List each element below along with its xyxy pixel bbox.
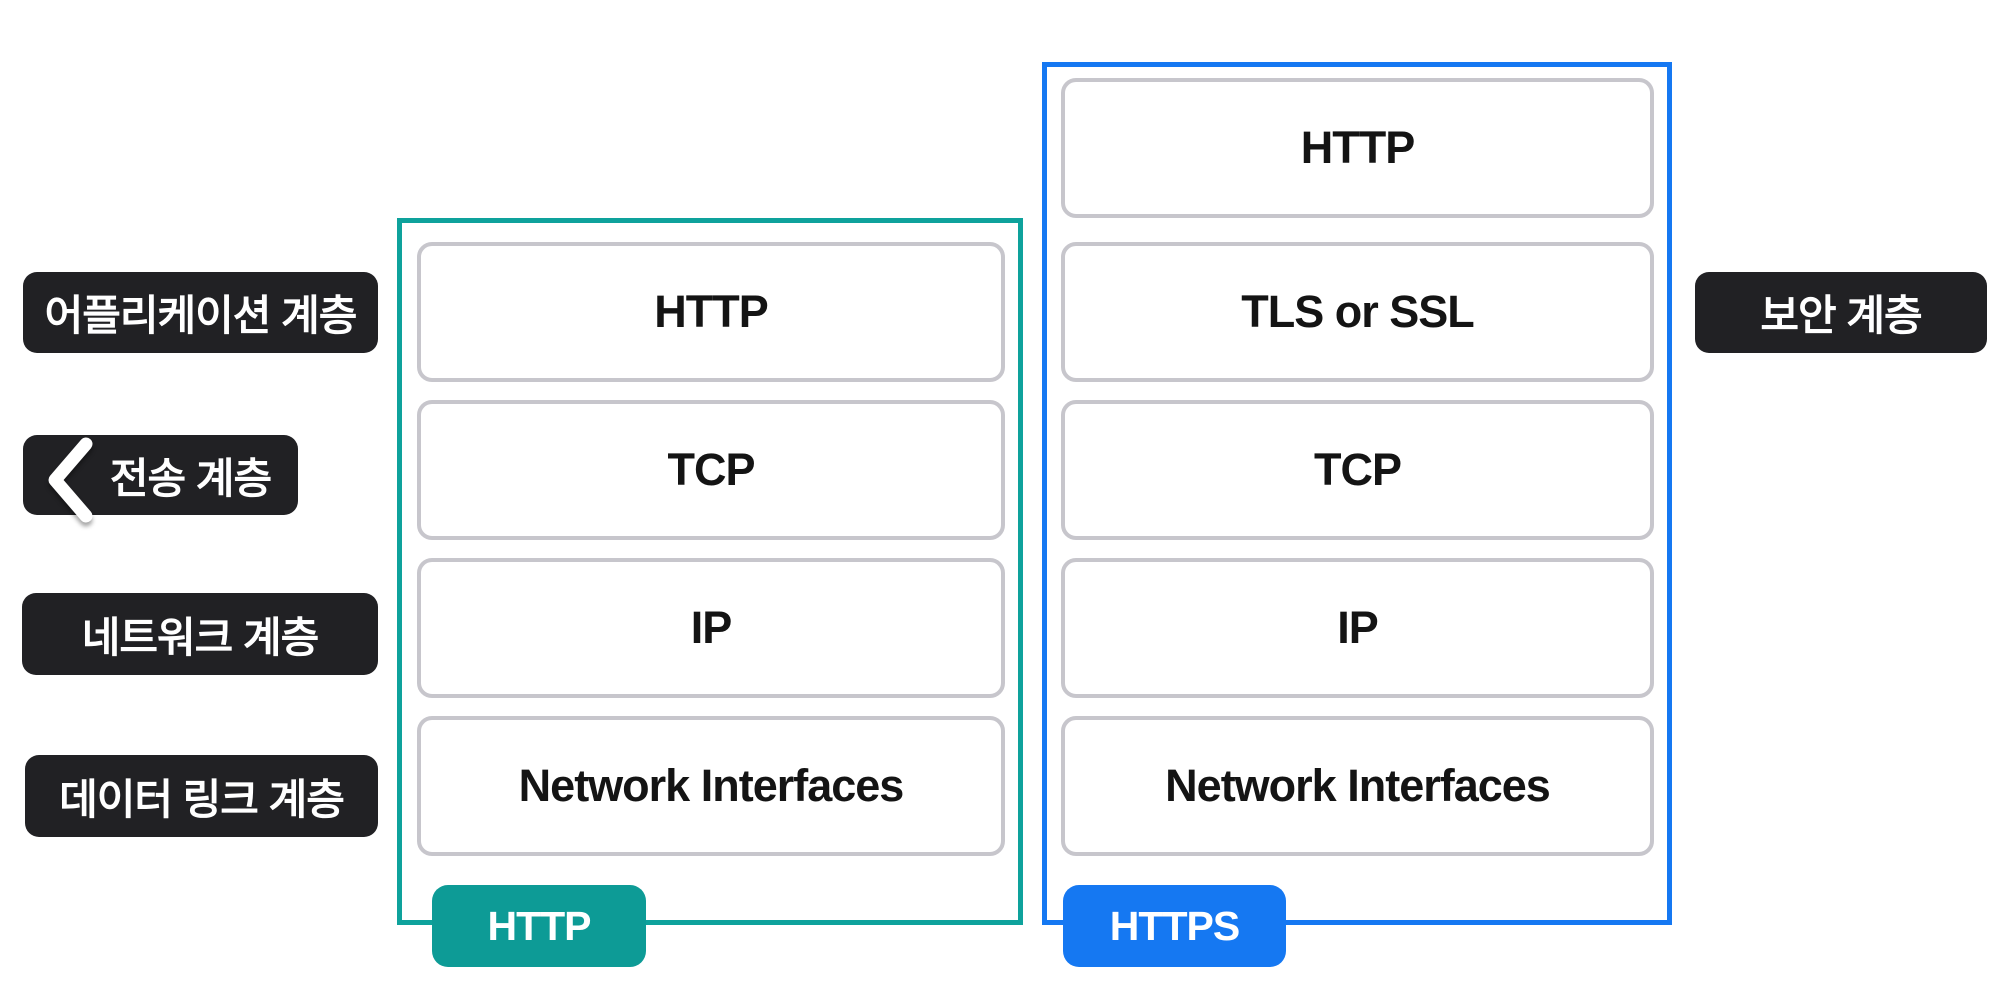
http-stack-layer-http: HTTP [417,242,1005,382]
http-stack-layer-ip: IP [417,558,1005,698]
label-datalink-layer-text: 데이터 링크 계층 [59,775,345,823]
label-transport-layer: 전송 계층 [23,435,298,523]
https-stack-layer-network-interfaces: Network Interfaces [1061,716,1654,856]
http-stack-layer-http-text: HTTP [654,286,768,337]
label-application-layer: 어플리케이션 계층 [23,272,378,353]
https-badge-text: HTTPS [1109,902,1240,949]
label-network-layer-text: 네트워크 계층 [81,613,320,661]
label-application-layer-text: 어플리케이션 계층 [44,292,358,339]
https-stack-layer-tcp: TCP [1061,400,1654,540]
http-stack-frame [397,218,1023,925]
https-stack-layer-http: HTTP [1061,78,1654,218]
http-stack-layer-tcp: TCP [417,400,1005,540]
https-stack-layer-network-interfaces-text: Network Interfaces [1165,760,1551,811]
https-stack-layer-tls-or-ssl: TLS or SSL [1061,242,1654,382]
label-security-layer-text: 보안 계층 [1760,292,1922,339]
https-stack-layer-ip-text: IP [1337,602,1379,653]
http-badge-text: HTTP [487,902,591,949]
https-stack-frame [1042,62,1672,925]
https-stack-layer-tcp-text: TCP [1314,444,1402,495]
https-stack-layer-tls-or-ssl-text: TLS or SSL [1241,286,1475,337]
label-security-layer: 보안 계층 [1695,272,1987,353]
http-badge: HTTP [432,885,646,967]
https-stack-layer-ip: IP [1061,558,1654,698]
http-stack-layer-network-interfaces: Network Interfaces [417,716,1005,856]
http-stack-layer-tcp-text: TCP [667,444,756,495]
label-transport-layer-text: 전송 계층 [109,454,272,502]
chevron-left-icon [48,437,93,523]
http-stack-layer-network-interfaces-text: Network Interfaces [518,760,905,811]
label-datalink-layer: 데이터 링크 계층 [25,755,378,837]
https-badge: HTTPS [1063,885,1286,967]
http-stack-layer-ip-text: IP [690,602,733,653]
label-network-layer: 네트워크 계층 [22,593,378,675]
https-stack-layer-http-text: HTTP [1300,122,1415,173]
